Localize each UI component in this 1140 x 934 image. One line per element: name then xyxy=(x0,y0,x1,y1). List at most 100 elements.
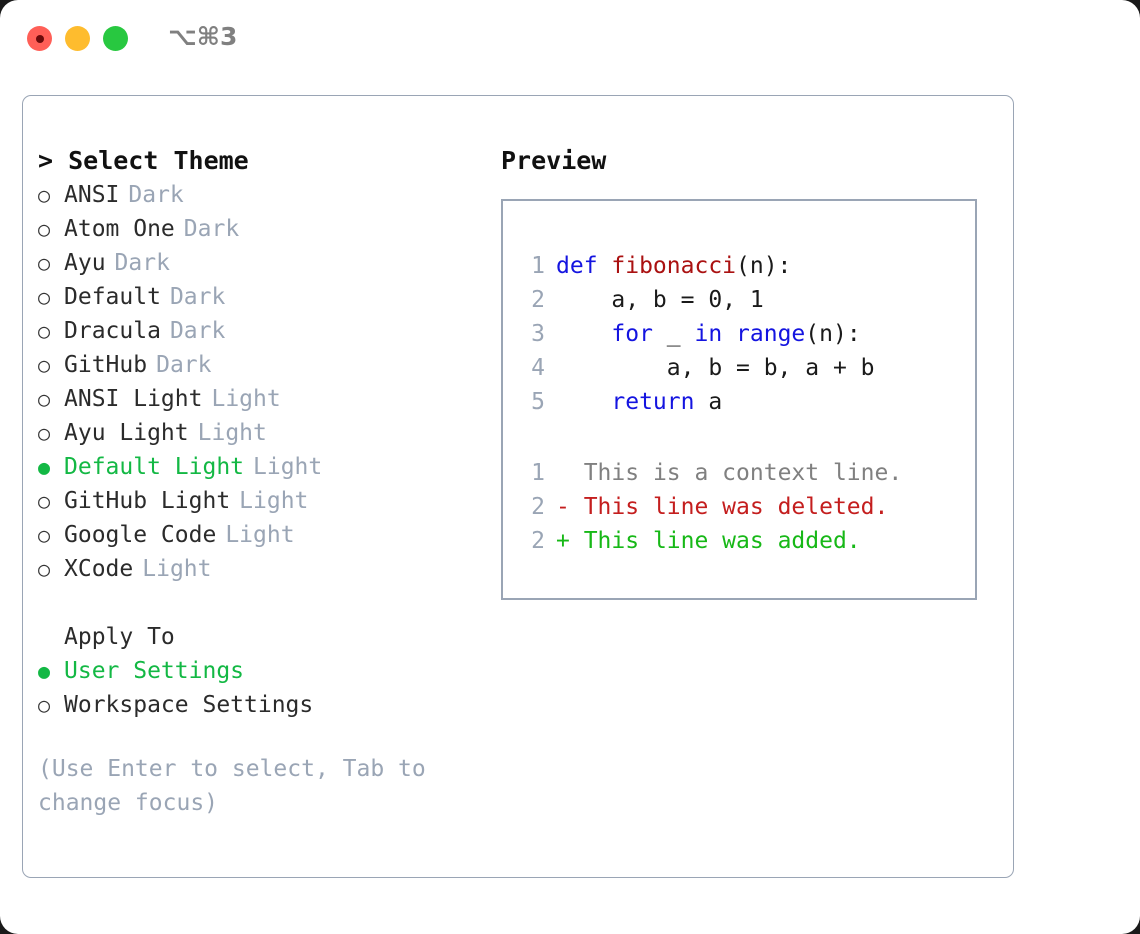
theme-option-google-code[interactable]: ○ Google Code Light xyxy=(38,518,508,552)
radio-unselected-icon: ○ xyxy=(38,217,51,241)
maximize-button-icon[interactable] xyxy=(103,26,128,51)
theme-option-category: Light xyxy=(239,488,309,514)
traffic-lights xyxy=(27,26,128,51)
close-button-icon[interactable] xyxy=(27,26,52,51)
radio-unselected-icon: ○ xyxy=(38,523,51,547)
code-token-plain: a, b = 0, 1 xyxy=(556,287,764,313)
diff-text: This is a context line. xyxy=(569,460,903,486)
code-text: return a xyxy=(556,385,722,419)
radio-unselected-icon: ○ xyxy=(38,353,51,377)
theme-option-xcode[interactable]: ○ XCode Light xyxy=(38,552,508,586)
radio-unselected-icon: ○ xyxy=(38,421,51,445)
diff-text: This line was deleted. xyxy=(569,494,889,520)
theme-option-label: ANSI Light xyxy=(64,386,203,412)
theme-option-category: Light xyxy=(211,386,281,412)
code-text: def fibonacci(n): xyxy=(556,249,791,283)
code-token-plain xyxy=(722,321,736,347)
theme-option-category: Dark xyxy=(169,318,226,344)
code-token-plain: a, b = b, a + b xyxy=(556,355,875,381)
theme-option-atom-one[interactable]: ○ Atom One Dark xyxy=(38,212,508,246)
line-number: 4 xyxy=(531,355,545,381)
select-theme-heading: > Select Theme xyxy=(38,146,249,175)
line-number: 1 xyxy=(531,253,545,279)
line-number: 1 xyxy=(531,460,545,486)
line-number: 2 xyxy=(531,287,545,313)
line-number: 3 xyxy=(531,321,545,347)
theme-option-label: Ayu xyxy=(64,250,106,276)
radio-unselected-icon: ○ xyxy=(38,251,51,275)
radio-selected-icon: ● xyxy=(38,659,51,683)
code-token-kw: in xyxy=(694,321,723,347)
code-token-kw: return xyxy=(611,389,695,415)
theme-option-label: Default Light xyxy=(64,454,245,480)
diff-line-ctx: 1 This is a context line. xyxy=(517,456,902,490)
keyboard-shortcut-label: ⌥⌘3 xyxy=(168,22,238,51)
diff-spacer xyxy=(517,419,902,456)
theme-option-category: Light xyxy=(142,556,212,582)
theme-option-category: Dark xyxy=(128,182,184,208)
theme-option-dracula[interactable]: ○ Dracula Dark xyxy=(38,314,508,348)
preview-heading: Preview xyxy=(501,146,607,175)
code-line: 3 for _ in range(n): xyxy=(517,317,902,351)
line-number: 2 xyxy=(531,528,545,554)
radio-unselected-icon: ○ xyxy=(38,693,51,717)
apply-to-option-workspace-settings[interactable]: ○ Workspace Settings xyxy=(38,688,508,722)
code-token-plain xyxy=(556,389,611,415)
theme-option-category: Light xyxy=(225,522,295,548)
theme-option-category: Dark xyxy=(183,216,240,242)
code-line: 1 def fibonacci(n): xyxy=(517,249,902,283)
radio-unselected-icon: ○ xyxy=(38,319,51,343)
theme-option-label: GitHub xyxy=(64,352,148,378)
code-line: 5 return a xyxy=(517,385,902,419)
radio-unselected-icon: ○ xyxy=(38,557,51,581)
minimize-button-icon[interactable] xyxy=(65,26,90,51)
code-token-kw: range xyxy=(736,321,806,347)
theme-option-label: Atom One xyxy=(64,216,175,242)
theme-option-label: ANSI xyxy=(64,182,120,208)
code-token-plain xyxy=(556,321,611,347)
apply-to-option-user-settings[interactable]: ● User Settings xyxy=(38,654,508,688)
section-spacer xyxy=(38,586,508,620)
diff-sign: - xyxy=(556,494,570,520)
code-token-kw: def xyxy=(556,253,612,279)
diff-sign xyxy=(556,456,570,490)
code-token-plain: _ xyxy=(652,321,695,347)
apply-to-option-label: User Settings xyxy=(64,658,245,684)
radio-unselected-icon: ○ xyxy=(38,285,51,309)
code-token-kw: for xyxy=(611,321,653,347)
theme-option-category: Light xyxy=(197,420,267,446)
radio-selected-icon: ● xyxy=(38,455,51,479)
title-bar: ⌥⌘3 xyxy=(0,0,1140,78)
code-line: 2 a, b = 0, 1 xyxy=(517,283,902,317)
diff-block: 1 This is a context line. 2- This line wa… xyxy=(517,456,902,558)
code-token-plain: (n): xyxy=(736,253,792,279)
theme-option-label: XCode xyxy=(64,556,134,582)
line-number: 5 xyxy=(531,389,545,415)
code-text: a, b = 0, 1 xyxy=(556,283,764,317)
theme-option-label: Google Code xyxy=(64,522,217,548)
apply-to-option-label: Workspace Settings xyxy=(64,692,314,718)
theme-option-ansi-light[interactable]: ○ ANSI Light Light xyxy=(38,382,508,416)
radio-unselected-icon: ○ xyxy=(38,489,51,513)
radio-unselected-icon: ○ xyxy=(38,387,51,411)
theme-option-category: Dark xyxy=(169,284,226,310)
apply-to-option-list: ● User Settings ○ Workspace Settings xyxy=(38,654,508,722)
code-token-fn: fibonacci xyxy=(611,253,737,279)
line-number: 2 xyxy=(531,494,545,520)
diff-line-add: 2+ This line was added. xyxy=(517,524,902,558)
theme-option-label: Dracula xyxy=(64,318,161,344)
code-token-plain: a xyxy=(694,389,723,415)
apply-to-heading: Apply To xyxy=(64,624,175,650)
code-text: a, b = b, a + b xyxy=(556,351,875,385)
